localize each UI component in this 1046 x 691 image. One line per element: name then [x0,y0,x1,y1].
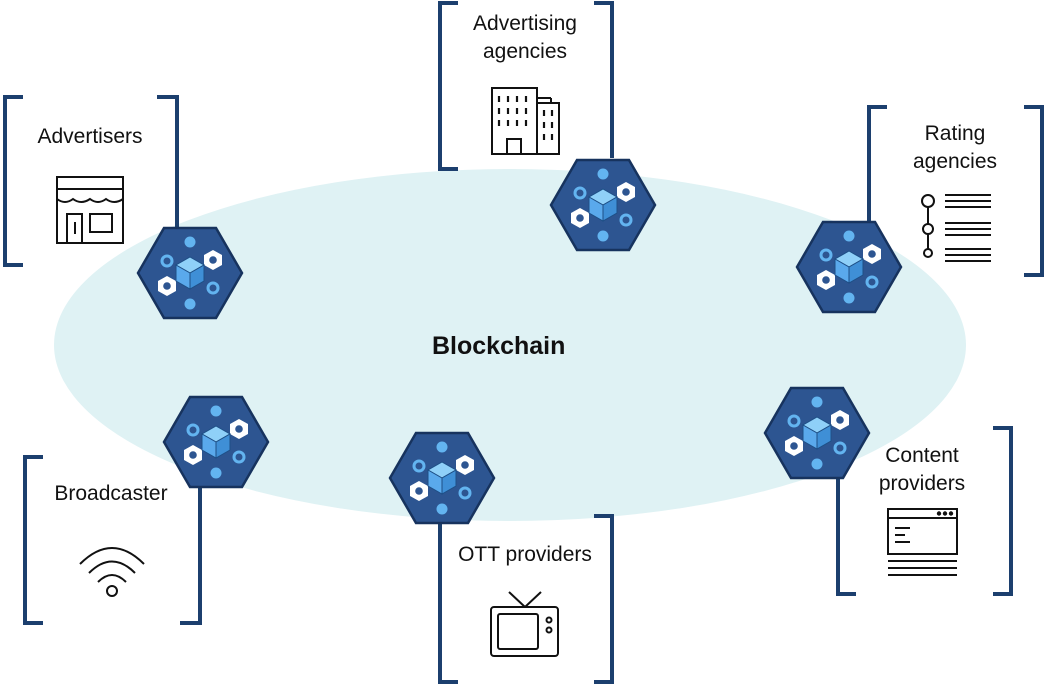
rating-agencies-label-line-2: agencies [912,150,998,173]
bracket-right [180,480,202,625]
bracket-left [438,1,458,171]
participant-ott-providers [438,514,614,684]
advertisers-label: Advertisers [20,123,160,151]
bracket-left [3,95,23,267]
office-building-icon [491,87,560,155]
advertising-agencies-label: Advertising agencies [455,10,595,66]
bracket-left [836,476,856,596]
content-providers-label-line-2: providers [878,472,966,495]
participant-advertising-agencies [438,1,614,171]
bracket-left [23,455,43,625]
ott-providers-label: OTT providers [450,541,600,569]
bracket-left [438,520,458,684]
bracket-right [157,95,179,230]
broadcaster-label: Broadcaster [40,480,182,508]
ott-providers-label-line: OTT providers [458,543,592,566]
content-providers-label-line-1: Content [885,444,959,467]
blockchain-label: Blockchain [432,332,566,360]
bracket-right [594,514,614,684]
participant-broadcaster [23,455,202,625]
blockchain-ellipse [54,169,966,521]
storefront-icon [56,176,124,244]
rating-agencies-label-line-1: Rating [924,122,986,145]
participant-rating-agencies [867,105,1044,277]
rating-agencies-label: Rating agencies [895,120,1015,176]
participant-advertisers [3,95,179,267]
rating-list-icon [921,194,991,262]
advertising-agencies-label-line-1: Advertising [473,12,577,35]
broadcaster-label-line: Broadcaster [54,482,168,505]
participant-content-providers [836,426,1013,596]
bracket-left [867,105,887,222]
wifi-signal-icon [79,547,145,597]
content-providers-label: Content providers [862,442,982,498]
advertisers-label-line: Advertisers [37,125,143,148]
bracket-right [594,1,614,158]
bracket-right [1024,105,1044,277]
television-icon [490,591,559,657]
bracket-right [993,426,1013,596]
advertising-agencies-label-line-2: agencies [482,40,568,63]
browser-window-icon [887,508,958,576]
